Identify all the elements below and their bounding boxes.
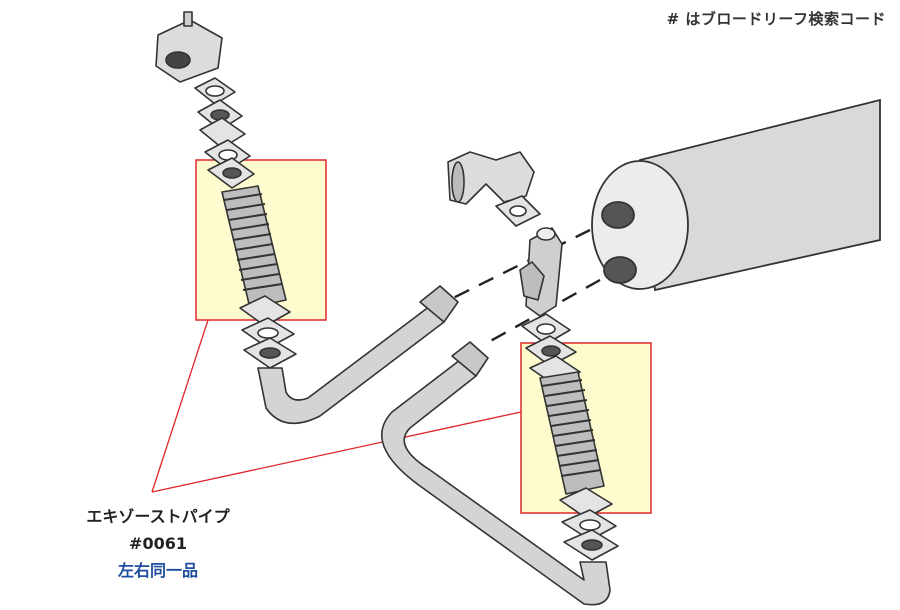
left-manifold-flange bbox=[155, 11, 223, 83]
right-inlet-elbow bbox=[447, 151, 541, 227]
left-gasket-stack bbox=[194, 77, 255, 189]
right-s-pipe bbox=[381, 359, 611, 606]
muffler bbox=[591, 98, 881, 292]
part-name: エキゾーストパイプ bbox=[86, 507, 230, 526]
left-lower-gaskets bbox=[239, 295, 297, 369]
right-pipe-end bbox=[451, 341, 489, 377]
part-callout: エキゾーストパイプ #0061 左右同一品 bbox=[78, 503, 238, 584]
part-search-code: #0061 bbox=[129, 534, 187, 553]
callout-leader-lines bbox=[151, 319, 522, 493]
right-lower-gaskets bbox=[559, 487, 619, 561]
search-code-legend: # はブロードリーフ検索コード bbox=[666, 10, 886, 28]
left-flex-bellows bbox=[221, 185, 287, 309]
part-note-both-sides: 左右同一品 bbox=[117, 561, 198, 580]
left-exhaust-assembly bbox=[155, 11, 459, 425]
right-exhaust-assembly bbox=[381, 151, 619, 606]
right-collector bbox=[519, 227, 563, 317]
right-flex-bellows bbox=[539, 371, 605, 495]
left-pipe-end bbox=[419, 285, 459, 323]
